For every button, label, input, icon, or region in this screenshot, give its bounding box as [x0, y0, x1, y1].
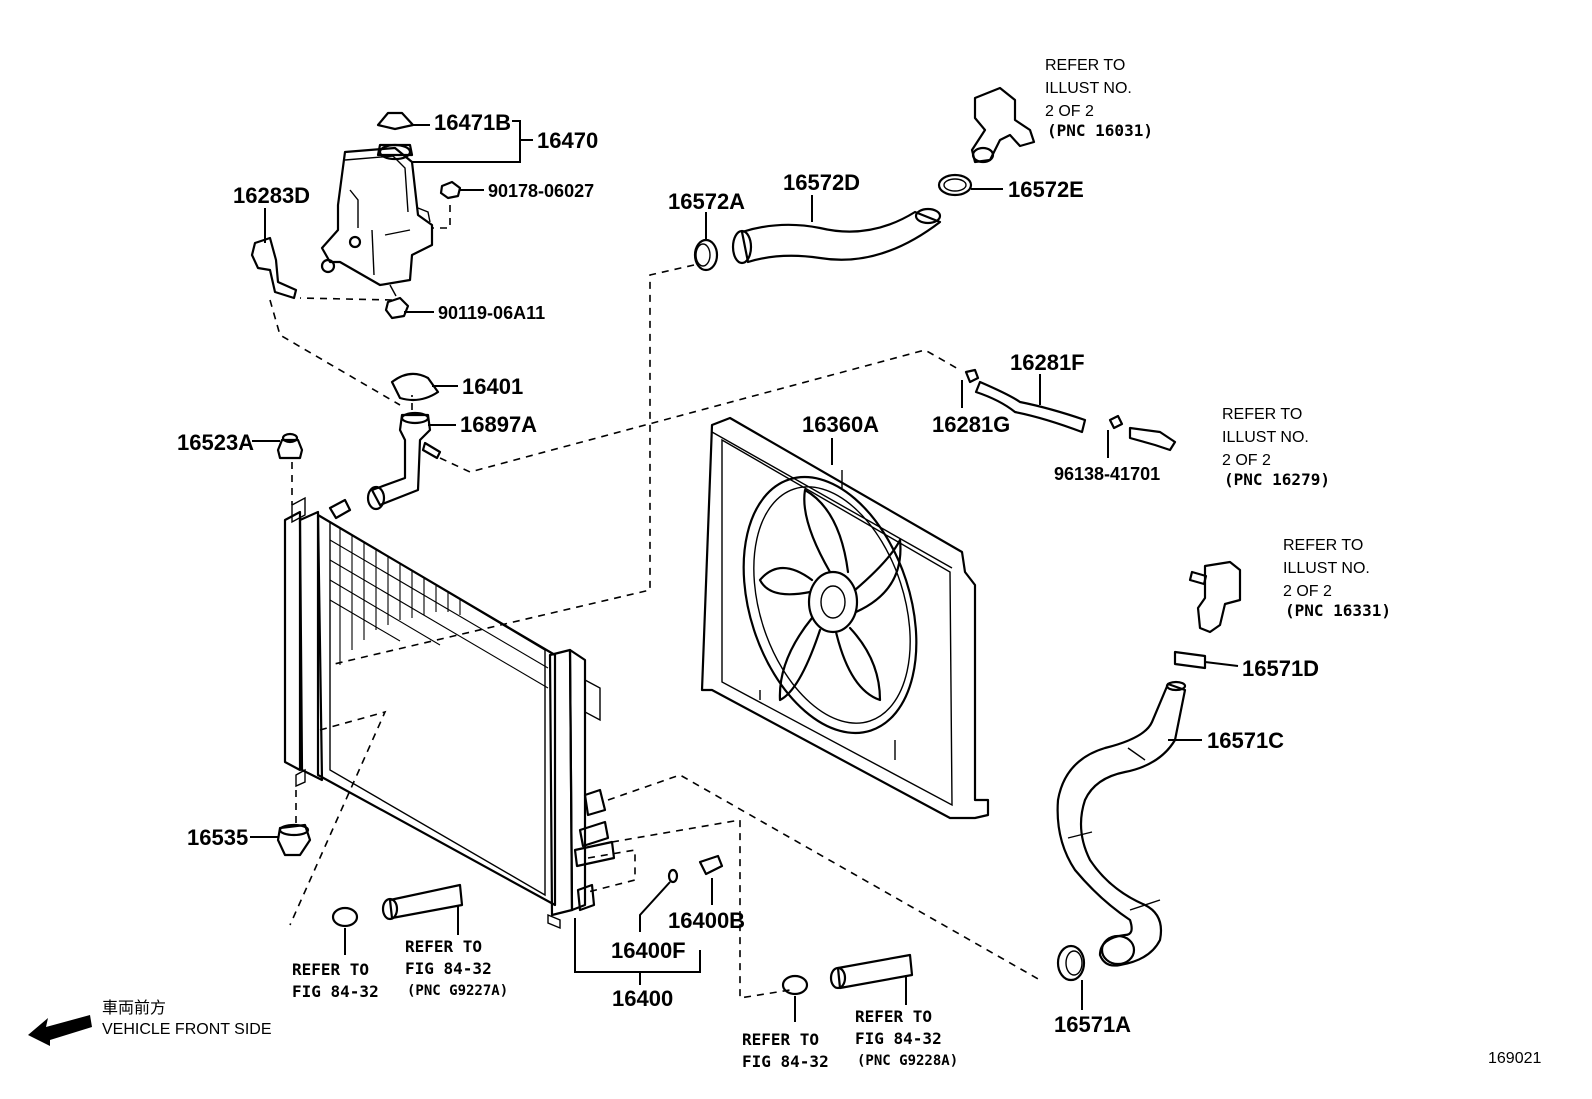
- label-16470: 16470: [537, 128, 598, 153]
- upper-radiator-hose: [731, 207, 942, 265]
- label-16523A: 16523A: [177, 430, 254, 455]
- label-16360A: 16360A: [802, 412, 879, 437]
- fan-shroud-assembly: [700, 416, 990, 820]
- connection-lines: [269, 205, 1041, 999]
- label-16400B: 16400B: [668, 908, 745, 933]
- lower-radiator-hose: [1056, 680, 1187, 967]
- water-outlet-housing: [970, 86, 1036, 164]
- hose-clip-16571D: [1173, 650, 1207, 670]
- reservoir-cap: [376, 111, 415, 131]
- refer-note-fig84-32-a: REFER TO FIG 84-32: [292, 960, 379, 1001]
- svg-text:2 OF 2: 2 OF 2: [1222, 452, 1271, 469]
- svg-text:REFER TO: REFER TO: [1045, 57, 1125, 74]
- leader-lines: [250, 120, 1239, 1022]
- label-90178-06027: 90178-06027: [488, 181, 594, 201]
- label-16572A: 16572A: [668, 189, 745, 214]
- svg-text:REFER TO: REFER TO: [292, 960, 369, 979]
- svg-text:(PNC 16031): (PNC 16031): [1047, 121, 1153, 140]
- svg-text:ILLUST NO.: ILLUST NO.: [1283, 560, 1370, 577]
- svg-text:FIG 84-32: FIG 84-32: [292, 982, 379, 1001]
- svg-text:2 OF 2: 2 OF 2: [1045, 103, 1094, 120]
- svg-text:REFER TO: REFER TO: [742, 1030, 819, 1049]
- svg-text:FIG 84-32: FIG 84-32: [855, 1029, 942, 1048]
- radiator-cap: [390, 372, 440, 402]
- label-16571A: 16571A: [1054, 1012, 1131, 1037]
- bolt-90119: [384, 284, 410, 320]
- label-16572E: 16572E: [1008, 177, 1084, 202]
- label-16572D: 16572D: [783, 170, 860, 195]
- hose-clamp-16572A: [693, 238, 719, 272]
- label-16400: 16400: [612, 986, 673, 1011]
- svg-text:ILLUST NO.: ILLUST NO.: [1045, 80, 1132, 97]
- label-96138-41701: 96138-41701: [1054, 464, 1160, 484]
- svg-text:2 OF 2: 2 OF 2: [1283, 583, 1332, 600]
- svg-text:FIG 84-32: FIG 84-32: [742, 1052, 829, 1071]
- svg-text:(PNC G9228A): (PNC G9228A): [857, 1053, 958, 1069]
- label-16281G: 16281G: [932, 412, 1010, 437]
- label-16897A: 16897A: [460, 412, 537, 437]
- refer-note-16031: REFER TO ILLUST NO. 2 OF 2 (PNC 16031): [1045, 57, 1153, 140]
- heater-hose-left: [331, 883, 464, 928]
- svg-text:REFER TO: REFER TO: [1222, 406, 1302, 423]
- svg-text:(PNC 16279): (PNC 16279): [1224, 470, 1330, 489]
- bracket-16283D: [250, 236, 298, 300]
- svg-text:REFER TO: REFER TO: [855, 1007, 932, 1026]
- nut-90178: [439, 180, 462, 200]
- label-16535: 16535: [187, 825, 248, 850]
- svg-text:FIG 84-32: FIG 84-32: [405, 959, 492, 978]
- reservoir-tank: [320, 143, 434, 287]
- svg-text:(PNC 16331): (PNC 16331): [1285, 601, 1391, 620]
- svg-text:ILLUST NO.: ILLUST NO.: [1222, 429, 1309, 446]
- label-16400F: 16400F: [611, 938, 686, 963]
- hose-clamp-16572E: [937, 173, 973, 197]
- direction-label-jp: 車両前方: [102, 998, 166, 1017]
- label-16471B: 16471B: [434, 110, 511, 135]
- hose-clamp-16571A: [1056, 944, 1086, 982]
- bypass-hose: [964, 368, 1177, 452]
- refer-note-fig84-32-d: REFER TO FIG 84-32 (PNC G9228A): [855, 1007, 958, 1069]
- svg-text:REFER TO: REFER TO: [1283, 537, 1363, 554]
- vehicle-front-arrow-icon: [28, 1015, 92, 1046]
- refer-note-16279: REFER TO ILLUST NO. 2 OF 2 (PNC 16279): [1222, 406, 1330, 489]
- label-90119-06A11: 90119-06A11: [438, 303, 545, 323]
- refer-note-fig84-32-c: REFER TO FIG 84-32: [742, 1030, 829, 1071]
- heater-hose-right: [781, 953, 914, 996]
- refer-note-fig84-32-b: REFER TO FIG 84-32 (PNC G9227A): [405, 937, 508, 999]
- drain-cock: [667, 854, 724, 884]
- direction-label-en: VEHICLE FRONT SIDE: [102, 1021, 272, 1038]
- label-16571C: 16571C: [1207, 728, 1284, 753]
- water-inlet-housing: [1188, 560, 1242, 634]
- refer-note-16331: REFER TO ILLUST NO. 2 OF 2 (PNC 16331): [1283, 537, 1391, 620]
- label-16283D: 16283D: [233, 183, 310, 208]
- label-16401: 16401: [462, 374, 523, 399]
- radiator-support-cushions: [276, 432, 312, 857]
- label-16281F: 16281F: [1010, 350, 1085, 375]
- svg-text:(PNC G9227A): (PNC G9227A): [407, 983, 508, 999]
- label-16571D: 16571D: [1242, 656, 1319, 681]
- illustration-number: 169021: [1488, 1050, 1541, 1067]
- radiator-assembly: [283, 411, 616, 930]
- svg-text:REFER TO: REFER TO: [405, 937, 482, 956]
